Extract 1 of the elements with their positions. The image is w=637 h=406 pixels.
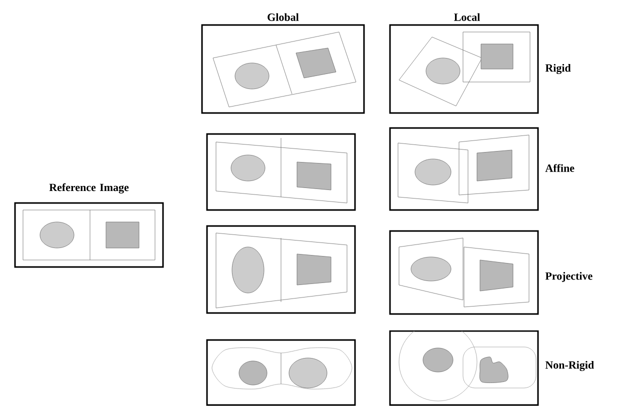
panel-heading: Reference Image [49,183,129,194]
